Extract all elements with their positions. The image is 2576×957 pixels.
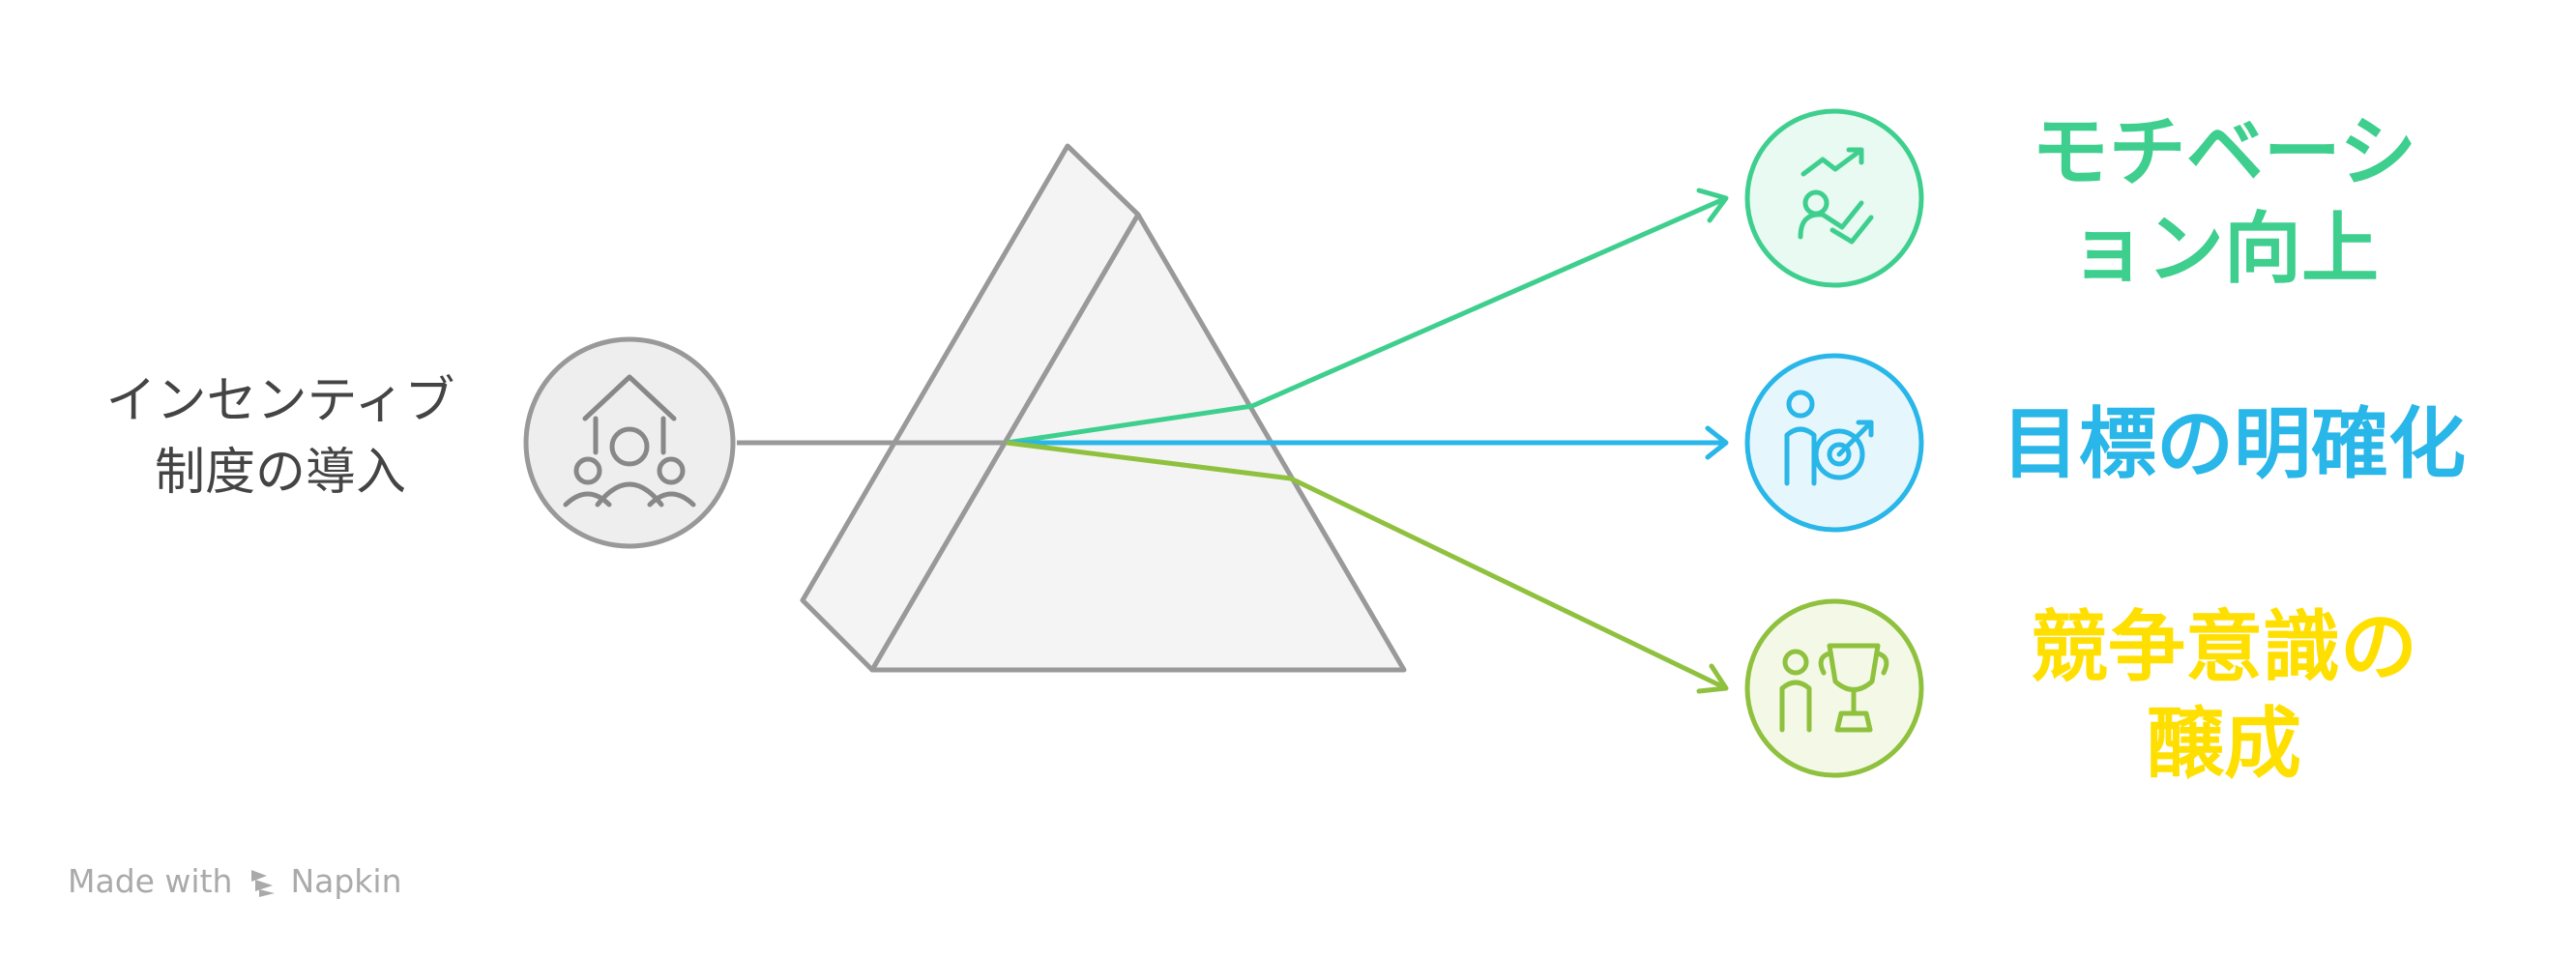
output-label-competition: 競争意識の 醸成 (1973, 599, 2475, 793)
beam-motivation (1006, 188, 1729, 446)
arrowhead-yellowgreen (1696, 663, 1729, 694)
arrowhead-green (1696, 188, 1729, 223)
arrowhead-blue (1705, 425, 1729, 460)
beam-competition (1006, 440, 1729, 694)
output-label-goal-line1: 目標の明確化 (2002, 399, 2466, 489)
output-label-motivation: モチベーシ ョン向上 (1992, 104, 2456, 298)
output-label-goal: 目標の明確化 (1953, 396, 2514, 493)
prism (800, 143, 1407, 673)
team-growth-icon (563, 374, 696, 508)
napkin-footer[interactable]: Made with Napkin (68, 862, 402, 901)
made-with-text: Made with (68, 862, 233, 900)
output-label-competition-line1: 競争意識の (2031, 602, 2417, 692)
napkin-logo-icon (251, 870, 276, 897)
output-label-motivation-line2: ョン向上 (2069, 204, 2379, 294)
target-person-icon (1784, 390, 1874, 486)
source-node (523, 336, 736, 549)
trophy-person-icon (1779, 643, 1889, 733)
output-node-competition (1744, 598, 1924, 778)
motivation-icon (1798, 147, 1874, 245)
beam-goal (1007, 425, 1729, 460)
prism-edge (1066, 144, 1140, 217)
source-label-line1: インセンティブ (105, 372, 455, 430)
source-label-line2: 制度の導入 (154, 444, 406, 502)
source-label: インセンティブ 制度の導入 (39, 365, 522, 508)
output-label-motivation-line1: モチベーシ (2031, 107, 2417, 197)
output-label-competition-line2: 醸成 (2147, 699, 2301, 789)
output-node-goal (1744, 353, 1924, 533)
output-node-motivation (1744, 108, 1924, 288)
brand-text: Napkin (290, 862, 402, 900)
